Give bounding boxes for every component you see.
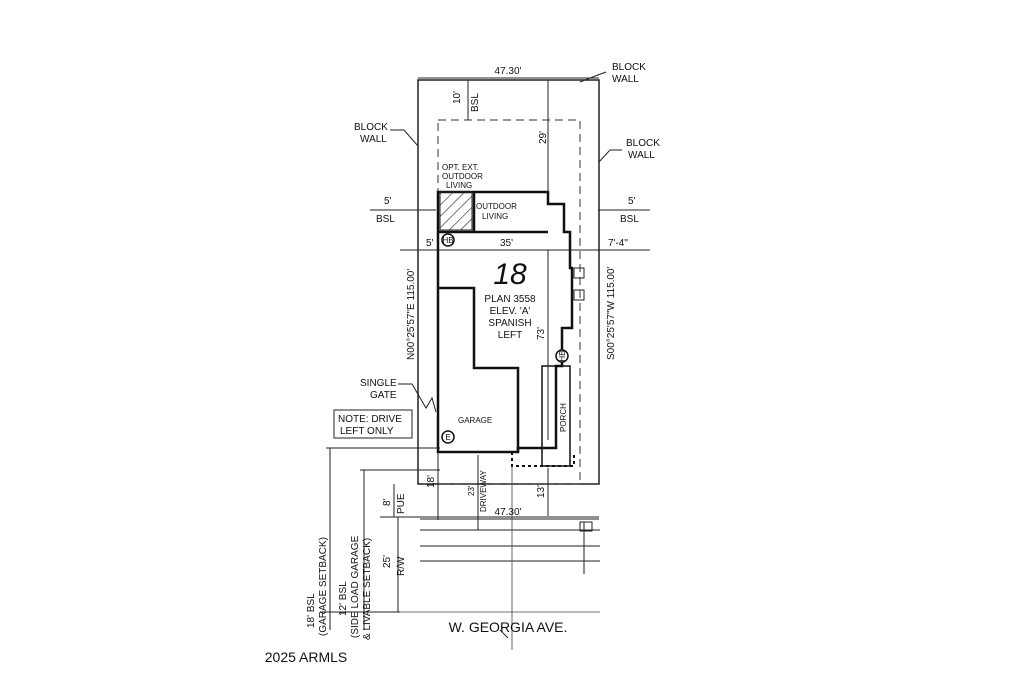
wall-label-right-2: WALL	[628, 150, 655, 161]
side-left-bsl: BSL	[376, 214, 395, 225]
outdoor-2: LIVING	[482, 212, 508, 221]
lot-hand: LEFT	[498, 330, 522, 341]
left-bearing: N00°25'57"E 115.00'	[406, 269, 417, 360]
porch-label: PORCH	[559, 403, 568, 432]
porch-area	[541, 365, 571, 467]
lot-elevation: ELEV. 'A'	[490, 306, 531, 317]
opt-outdoor-hatch	[439, 191, 473, 231]
lot-plan: PLAN 3558	[484, 294, 536, 305]
driveway-dim: 23'	[467, 485, 476, 496]
pue-label: PUE	[396, 493, 407, 514]
copyright: 2025 ARMLS	[265, 649, 348, 665]
opt-outdoor-1: OPT. EXT.	[442, 163, 479, 172]
house-depth: 73'	[536, 327, 547, 340]
window-symbol-2	[573, 289, 585, 301]
wall-label-left-1: BLOCK	[354, 122, 388, 133]
pue-dim: 8'	[382, 498, 393, 506]
gate-note-1: SINGLE	[360, 378, 397, 389]
garage-setback-1: 18' BSL	[306, 593, 317, 628]
leader-top-wall	[579, 71, 607, 83]
opt-outdoor-3: LIVING	[446, 181, 472, 190]
side-right-bsl: BSL	[620, 214, 639, 225]
drive-note-1: NOTE: DRIVE	[338, 414, 402, 425]
wall-label-left-2: WALL	[360, 134, 387, 145]
outdoor-1: OUTDOOR	[476, 202, 517, 211]
opt-outdoor-2: OUTDOOR	[442, 172, 483, 181]
street-name: W. GEORGIA AVE.	[449, 619, 568, 635]
rear-depth-value: 29'	[538, 131, 549, 144]
sideload-setback-2: (SIDE LOAD GARAGE	[350, 535, 361, 638]
lot-number: 18	[493, 258, 527, 291]
sideload-setback-3: & LIVABLE SETBACK)	[362, 538, 373, 640]
leader-gate	[398, 383, 437, 413]
lot-style: SPANISH	[488, 318, 531, 329]
leader-left-wall	[390, 129, 419, 147]
e-label: E	[445, 433, 450, 442]
wall-label-right-1: BLOCK	[626, 138, 660, 149]
wall-label-top-1: BLOCK	[612, 62, 646, 73]
leader-right-wall	[598, 149, 622, 163]
side-right-value: 5'	[628, 196, 636, 207]
garage-setback-2: (GARAGE SETBACK)	[318, 537, 329, 636]
electric-meter-icon	[441, 430, 455, 444]
hose-bib-icon	[441, 233, 455, 247]
street-x-1	[499, 629, 509, 639]
garage-label: GARAGE	[458, 416, 492, 425]
garage-wall	[438, 286, 520, 452]
wall-label-top-2: WALL	[612, 74, 639, 85]
rw-label: R/W	[396, 556, 407, 576]
garage-front-dim: 18'	[426, 475, 437, 488]
hb1-label: HB	[442, 236, 453, 245]
drive-note-2: LEFT ONLY	[340, 426, 394, 437]
hb2-label: HB	[558, 350, 567, 361]
side-left-value: 5'	[384, 196, 392, 207]
rear-setback-value: 10'	[452, 91, 463, 104]
porch-front-dim: 13'	[536, 485, 547, 498]
setback-line	[437, 119, 581, 485]
rear-setback-bsl: BSL	[470, 93, 481, 112]
bottom-width-label: 47.30'	[495, 507, 522, 518]
top-width-label: 47.30'	[495, 66, 522, 77]
utility-box	[579, 521, 593, 532]
right-bearing: S00°25'57"W 115.00'	[606, 266, 617, 360]
sideload-setback-1: 12' BSL	[338, 581, 349, 616]
driveway-label: DRIVEWAY	[479, 470, 488, 512]
rw-dim: 25'	[382, 555, 393, 568]
house-offset-left: 5'	[426, 238, 434, 249]
front-walk	[511, 452, 575, 467]
house-offset-right: 7'-4"	[608, 238, 628, 249]
gate-note-2: GATE	[370, 390, 397, 401]
house-width: 35'	[500, 238, 513, 249]
drive-note-box	[333, 409, 413, 439]
hose-bib-icon-2	[555, 349, 569, 363]
window-symbol-1	[573, 267, 585, 279]
